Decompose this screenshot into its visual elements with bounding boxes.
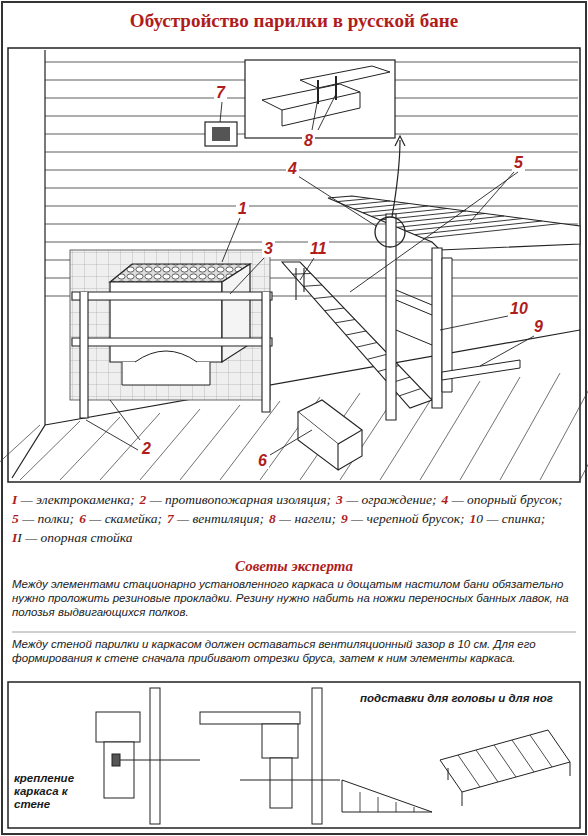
legend-item: 5 — полки;: [12, 509, 74, 528]
shelf-slat: [303, 285, 322, 286]
legend: I — электрокаменка; 2 — противопожарная и…: [12, 490, 578, 547]
floor-board: [60, 417, 120, 480]
shelf-slat: [397, 216, 504, 227]
shelf-slat: [345, 201, 390, 205]
wall-plank: [45, 170, 578, 171]
stand-slat: [458, 755, 480, 787]
legend-item: II — опорная стойка: [12, 528, 133, 547]
callout-number: 11: [308, 240, 329, 257]
shelf-slat: [371, 209, 447, 217]
floor-board: [180, 405, 240, 480]
wall-plank: [45, 188, 578, 189]
stand-slat: [494, 745, 516, 777]
floor-board: [220, 401, 280, 480]
wedge-slat: [414, 807, 415, 812]
shelf-slat: [399, 389, 421, 396]
shelf-slat: [293, 273, 311, 275]
wedge-slat: [396, 802, 397, 812]
callout-number: 2: [140, 440, 153, 457]
detail-caption: подставки для головы и для ног: [360, 692, 570, 705]
floor-board: [0, 425, 40, 480]
title: Обустройство парилки в русской бане: [0, 10, 588, 32]
tip-text: Между стеной парилки и каркасом должен о…: [12, 637, 576, 665]
callout-number: 8: [302, 132, 315, 149]
shelf-slat: [337, 199, 371, 202]
callout-number: 3: [262, 240, 275, 257]
callout-number: 4: [286, 160, 299, 177]
shelf-slat: [357, 343, 377, 348]
legend-item: 4 — опорный брусок;: [442, 490, 563, 509]
shelf-slat: [314, 297, 333, 299]
shelf-slat: [367, 354, 388, 359]
legend-item: 6 — скамейка;: [79, 509, 162, 528]
floor-board: [420, 381, 480, 480]
shelf-slat: [325, 308, 344, 311]
callout-number: 6: [256, 452, 269, 469]
floor-board: [580, 365, 588, 480]
stand-slat: [476, 750, 498, 782]
legend-item: 9 — черепной брусок;: [341, 509, 465, 528]
legend-item: 3 — ограждение;: [336, 490, 437, 509]
tip-text: Между элементами стационарно установленн…: [12, 577, 576, 619]
floor-board: [540, 369, 588, 480]
legend-item: 7 — вентиляция;: [167, 509, 264, 528]
wall-plank: [45, 152, 578, 153]
shelf-slat: [354, 204, 409, 210]
shelf-slat: [346, 331, 366, 335]
legend-item: 10 — спинка;: [470, 509, 546, 528]
shelf-slat: [389, 214, 485, 224]
detail-caption: крепление каркаса к стене: [14, 772, 98, 811]
callout-number: 9: [532, 318, 545, 335]
stand-slat: [512, 740, 534, 772]
floor-board: [140, 409, 200, 480]
shelf-slat: [335, 320, 355, 323]
callout-number: 5: [512, 154, 525, 171]
floor-board: [500, 373, 560, 480]
stand-slat: [530, 735, 552, 767]
callout-number: 7: [214, 84, 227, 101]
callout-number: 1: [236, 200, 249, 217]
legend-item: I — электрокаменка;: [12, 490, 135, 509]
legend-item: 8 — нагели;: [269, 509, 336, 528]
wedge-slat: [378, 797, 379, 812]
floor-board: [100, 413, 160, 480]
wedge-slat: [360, 792, 361, 812]
wall-plank: [45, 206, 578, 207]
callout-number: 10: [508, 300, 530, 317]
floor-board: [460, 377, 520, 480]
section-heading: Советы эксперта: [12, 558, 576, 575]
legend-item: 2 — противопожарная изоляция;: [140, 490, 332, 509]
shelf-slat: [423, 224, 561, 239]
